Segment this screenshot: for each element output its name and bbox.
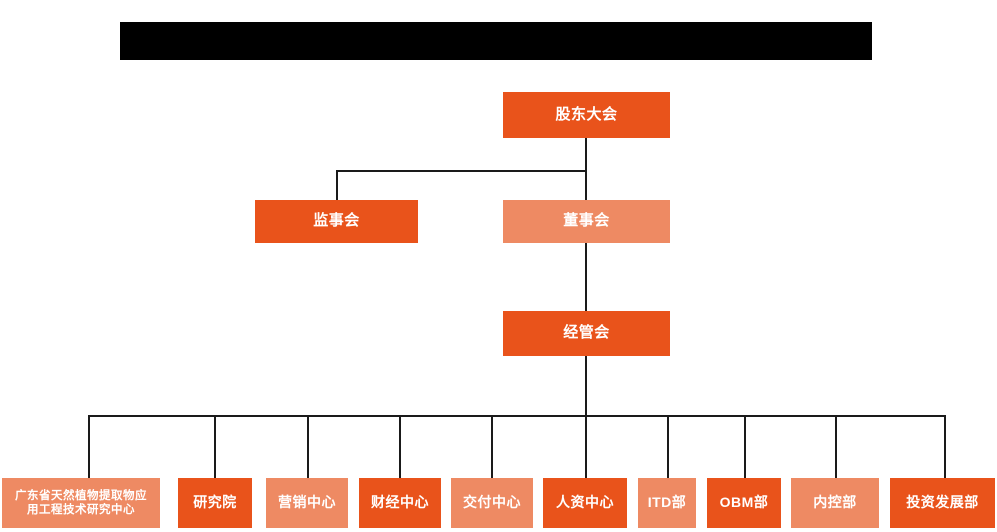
connector-drop-delivery-center <box>491 415 493 478</box>
connector-drop-internal-control-department <box>835 415 837 478</box>
node-board-of-directors[interactable]: 董事会 <box>503 200 670 243</box>
node-label-delivery-center: 交付中心 <box>463 494 521 511</box>
connector-drop-hr-center <box>585 415 587 478</box>
connector-drop-marketing-center <box>307 415 309 478</box>
node-obm-department[interactable]: OBM部 <box>707 478 781 528</box>
node-label-shareholders-meeting: 股东大会 <box>555 105 618 123</box>
connector-directors-drop <box>585 170 587 200</box>
connector-drop-finance-center <box>399 415 401 478</box>
node-marketing-center[interactable]: 营销中心 <box>266 478 348 528</box>
connector-drop-itd-department <box>667 415 669 478</box>
node-management-committee[interactable]: 经管会 <box>503 311 670 356</box>
node-board-of-supervisors[interactable]: 监事会 <box>255 200 418 243</box>
node-research-institute[interactable]: 研究院 <box>178 478 252 528</box>
connector-drop-gd-research-center <box>88 415 90 478</box>
node-label-gd-research-center-line1: 广东省天然植物提取物应 <box>15 489 147 502</box>
node-hr-center[interactable]: 人资中心 <box>543 478 627 528</box>
connector-directors-to-management <box>585 243 587 311</box>
node-label-internal-control-department: 内控部 <box>813 494 857 511</box>
connector-supervisors-drop <box>336 170 338 200</box>
node-label-research-institute: 研究院 <box>193 494 237 511</box>
node-label-marketing-center: 营销中心 <box>278 494 336 511</box>
redacted-title-text <box>120 22 872 23</box>
connector-drop-obm-department <box>744 415 746 478</box>
node-internal-control-department[interactable]: 内控部 <box>791 478 879 528</box>
node-label-obm-department: OBM部 <box>719 494 769 511</box>
node-label-board-of-directors: 董事会 <box>563 212 610 230</box>
connector-level2-bus <box>336 170 587 172</box>
connector-level4-bus <box>88 415 945 417</box>
node-investment-development-department[interactable]: 投资发展部 <box>890 478 995 528</box>
node-label-investment-development-department: 投资发展部 <box>906 494 979 511</box>
node-label-itd-department: ITD部 <box>647 494 687 511</box>
node-itd-department[interactable]: ITD部 <box>638 478 696 528</box>
node-label-management-committee: 经管会 <box>563 324 610 342</box>
node-label-gd-research-center-line2: 用工程技术研究中心 <box>27 504 135 516</box>
connector-drop-investment-development-department <box>944 415 946 478</box>
connector-management-stem <box>585 356 587 416</box>
node-finance-center[interactable]: 财经中心 <box>359 478 441 528</box>
node-label-hr-center: 人资中心 <box>556 494 614 511</box>
connector-drop-research-institute <box>214 415 216 478</box>
node-shareholders-meeting[interactable]: 股东大会 <box>503 92 670 138</box>
node-gd-research-center[interactable]: 广东省天然植物提取物应 用工程技术研究中心 <box>2 478 160 528</box>
node-delivery-center[interactable]: 交付中心 <box>451 478 533 528</box>
redacted-title-bar <box>120 22 872 60</box>
connector-shareholders-stem <box>585 138 587 171</box>
node-label-finance-center: 财经中心 <box>371 494 429 511</box>
node-label-board-of-supervisors: 监事会 <box>313 212 360 230</box>
